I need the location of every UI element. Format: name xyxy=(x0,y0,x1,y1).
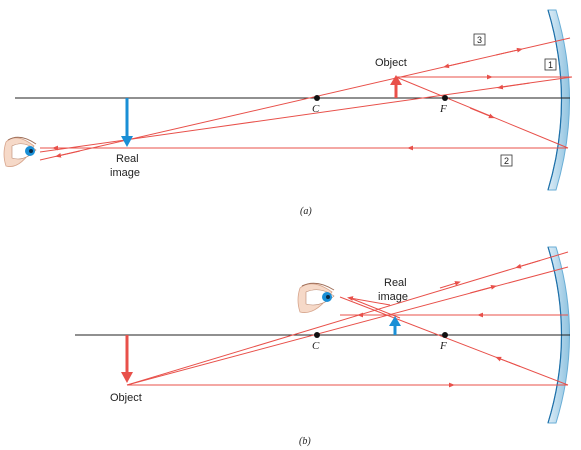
center-label-b: C xyxy=(312,340,320,352)
focus-point-a xyxy=(442,95,448,101)
image-label-a-line2: image xyxy=(110,167,140,179)
ray-number-2: 2 xyxy=(504,156,509,166)
image-label-b-line2: image xyxy=(378,291,408,303)
ray-number-1: 1 xyxy=(548,60,553,70)
image-label-b-line1: Real xyxy=(384,277,407,289)
center-point-b xyxy=(314,332,320,338)
center-point-a xyxy=(314,95,320,101)
image-arrow-a xyxy=(121,98,133,147)
object-arrow-b xyxy=(121,335,133,383)
panel-b: Object Real image C F (b) xyxy=(75,246,570,447)
concave-mirror-a xyxy=(547,9,570,191)
caption-b: (b) xyxy=(299,436,311,447)
object-label-b: Object xyxy=(110,392,142,404)
image-label-a-line1: Real xyxy=(116,153,139,165)
object-label-a: Object xyxy=(375,57,407,69)
rays-b xyxy=(126,251,569,388)
ray-number-3: 3 xyxy=(477,35,482,45)
eye-icon xyxy=(297,282,335,313)
eye-icon xyxy=(3,136,37,167)
rays-a xyxy=(39,37,573,161)
focus-label-b: F xyxy=(439,340,447,352)
focus-point-b xyxy=(442,332,448,338)
panel-a: Object Real image C F 3 1 2 (a) xyxy=(3,9,573,217)
center-label-a: C xyxy=(312,103,320,115)
caption-a: (a) xyxy=(300,206,312,217)
focus-label-a: F xyxy=(439,103,447,115)
object-arrow-a xyxy=(390,75,402,98)
image-arrow-b xyxy=(389,316,401,335)
